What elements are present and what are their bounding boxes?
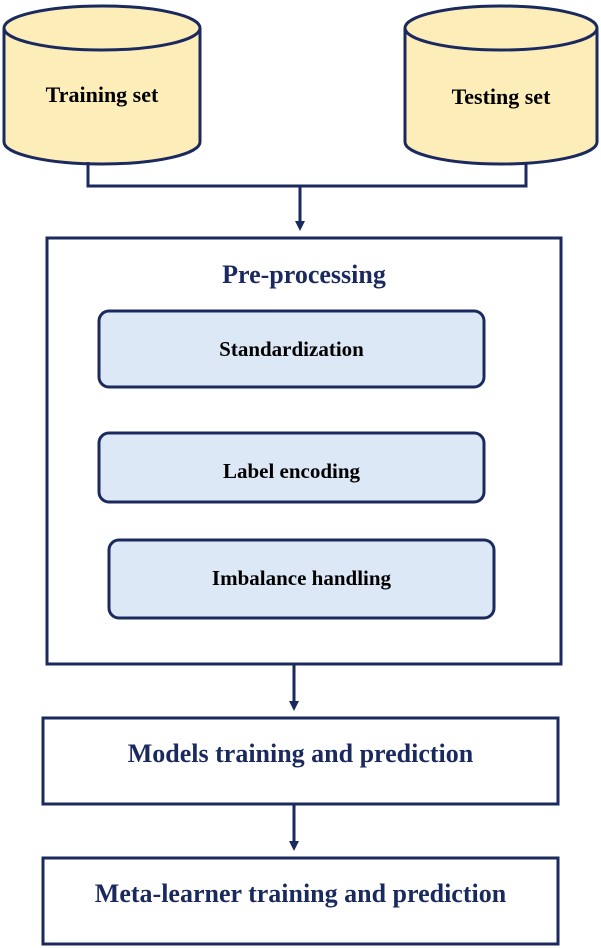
training-set-cylinder: [2, 4, 202, 166]
step-imbalance-handling-label: Imbalance handling: [211, 566, 392, 590]
preprocessing-title: Pre-processing: [222, 260, 386, 289]
models-training-box: [41, 716, 560, 806]
step-imbalance-handling-box: [107, 538, 496, 620]
testing-set-label: Testing set: [451, 84, 551, 109]
step-label-encoding-label: Label encoding: [222, 459, 361, 483]
step-standardization-label: Standardization: [219, 337, 364, 361]
datasets-merge-connector: [86, 162, 528, 188]
meta-learner-label: Meta-learner training and prediction: [94, 879, 507, 908]
training-set-label: Training set: [45, 82, 159, 107]
meta-learner-box: [41, 856, 560, 946]
step-label-encoding-box: [97, 431, 486, 504]
models-training-label: Models training and prediction: [127, 739, 474, 768]
step-standardization-box: [97, 309, 486, 389]
testing-set-cylinder: [403, 4, 599, 166]
